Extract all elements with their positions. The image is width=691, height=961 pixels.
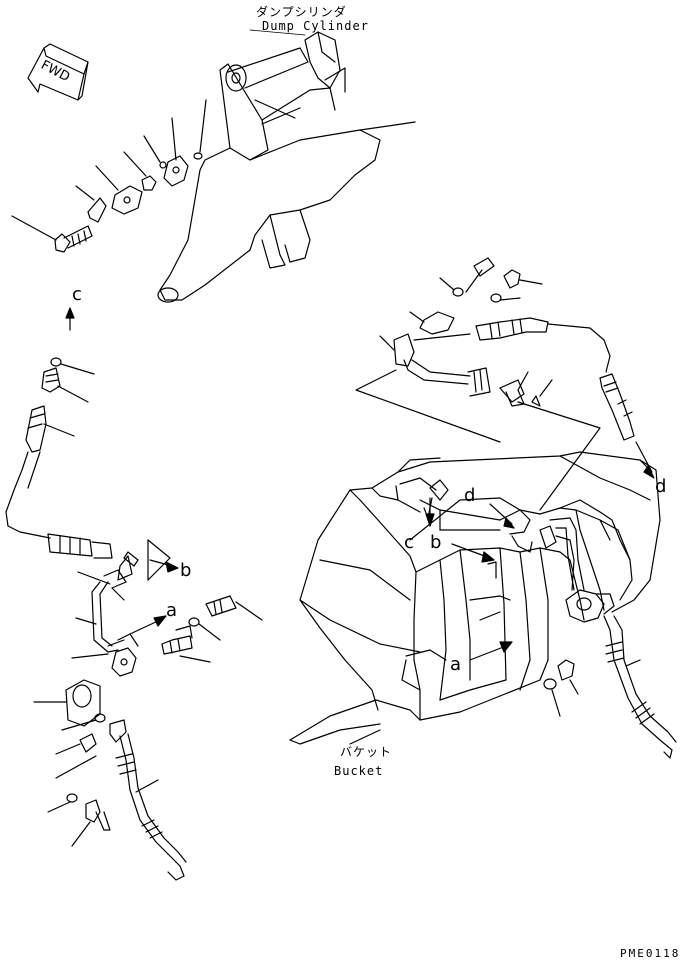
callout-b-bucket: b	[430, 532, 442, 553]
callout-c-left: c	[72, 284, 82, 305]
right-hose-assembly	[355, 257, 655, 511]
bucket-body	[289, 451, 677, 759]
left-hose-assembly	[5, 307, 263, 881]
split-flange	[163, 155, 189, 187]
bucket-label-en: Bucket	[334, 764, 384, 778]
callout-a-bucket: a	[450, 654, 462, 675]
callout-a-left: a	[166, 600, 178, 621]
bolt-upper	[54, 233, 71, 253]
dump-cylinder-label-jp: ダンプシリンダ	[256, 5, 347, 19]
callout-b-left: b	[180, 560, 192, 581]
callout-c-bucket: c	[404, 532, 414, 553]
dump-cylinder-label-en: Dump Cylinder	[262, 19, 369, 33]
o-ring-upper	[193, 152, 203, 160]
dump-cylinder-assembly	[157, 29, 416, 303]
callout-d-bucket: d	[464, 485, 476, 506]
callout-d-right: d	[655, 476, 667, 497]
fwd-arrow-icon	[27, 43, 89, 101]
upper-fitting-parts	[11, 99, 207, 253]
bucket-label-jp: バケット	[340, 745, 393, 759]
drawing-code: PME0118	[620, 947, 681, 960]
